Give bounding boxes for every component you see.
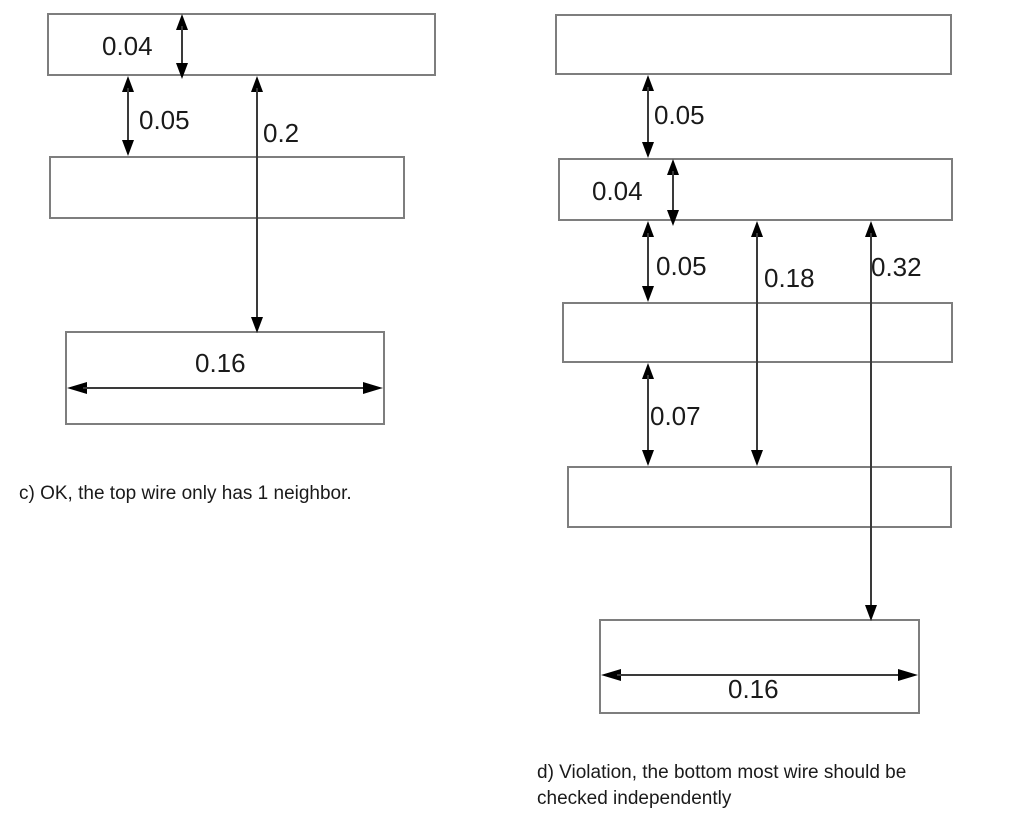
arrowhead-up-icon — [667, 159, 679, 175]
arrowhead-down-icon — [176, 63, 188, 79]
arrow-shaft — [181, 26, 183, 67]
caption-panel-d: d) Violation, the bottom most wire shoul… — [537, 760, 906, 812]
arrowhead-up-icon — [642, 363, 654, 379]
dimension-label: 0.07 — [650, 401, 701, 431]
caption-line-2: checked independently — [537, 788, 732, 809]
dimension-arrow-c-top-width — [176, 14, 188, 79]
caption-line-1: d) Violation, the bottom most wire shoul… — [537, 762, 907, 783]
dimension-label: 0.05 — [656, 251, 707, 281]
arrow-shaft — [870, 233, 872, 609]
arrow-shaft — [756, 233, 758, 454]
wire-d-1 — [555, 14, 952, 75]
arrowhead-down-icon — [642, 450, 654, 466]
arrow-shaft — [127, 88, 129, 144]
wire-c-middle — [49, 156, 405, 219]
dimension-label: 0.05 — [654, 100, 705, 130]
dimension-arrow-d-gap-2-3 — [642, 221, 654, 302]
arrow-shaft — [83, 387, 367, 389]
arrowhead-down-icon — [642, 286, 654, 302]
dimension-arrow-c-span — [251, 76, 263, 333]
arrowhead-up-icon — [176, 14, 188, 30]
dimension-label: 0.04 — [592, 176, 643, 206]
arrowhead-down-icon — [667, 210, 679, 226]
dimension-arrow-c-bottom-width — [67, 382, 383, 394]
arrowhead-up-icon — [865, 221, 877, 237]
arrow-shaft — [647, 87, 649, 146]
dimension-arrow-d-bottom-width — [601, 669, 918, 681]
wire-d-2 — [558, 158, 953, 221]
arrowhead-right-icon — [898, 669, 918, 681]
arrowhead-down-icon — [865, 605, 877, 621]
wire-c-top — [47, 13, 436, 76]
dimension-arrow-d-gap-3-4 — [642, 363, 654, 466]
arrowhead-up-icon — [251, 76, 263, 92]
arrowhead-left-icon — [601, 669, 621, 681]
wire-d-5 — [599, 619, 920, 714]
dimension-arrow-d-wire2-width — [667, 159, 679, 226]
dimension-label: 0.18 — [764, 263, 815, 293]
wire-c-bottom — [65, 331, 385, 425]
arrow-shaft — [647, 233, 649, 290]
dimension-label: 0.16 — [195, 348, 246, 378]
dimension-label: 0.04 — [102, 31, 153, 61]
arrowhead-up-icon — [751, 221, 763, 237]
caption-panel-c: c) OK, the top wire only has 1 neighbor. — [19, 483, 352, 504]
arrowhead-up-icon — [642, 75, 654, 91]
arrowhead-down-icon — [751, 450, 763, 466]
wire-d-4 — [567, 466, 952, 528]
dimension-label: 0.16 — [728, 674, 779, 704]
arrowhead-up-icon — [122, 76, 134, 92]
dimension-label: 0.32 — [871, 252, 922, 282]
arrowhead-down-icon — [122, 140, 134, 156]
dimension-arrow-c-gap — [122, 76, 134, 156]
arrowhead-right-icon — [363, 382, 383, 394]
dimension-arrow-d-gap-1-2 — [642, 75, 654, 158]
arrowhead-up-icon — [642, 221, 654, 237]
arrowhead-down-icon — [251, 317, 263, 333]
arrow-shaft — [256, 88, 258, 321]
arrow-shaft — [647, 375, 649, 454]
arrow-shaft — [672, 171, 674, 214]
arrowhead-down-icon — [642, 142, 654, 158]
dimension-label: 0.05 — [139, 105, 190, 135]
arrow-shaft — [617, 674, 902, 676]
arrowhead-left-icon — [67, 382, 87, 394]
dimension-label: 0.2 — [263, 118, 300, 148]
dimension-arrow-d-span-2-4 — [751, 221, 763, 466]
dimension-arrow-d-span-2-5 — [865, 221, 877, 621]
